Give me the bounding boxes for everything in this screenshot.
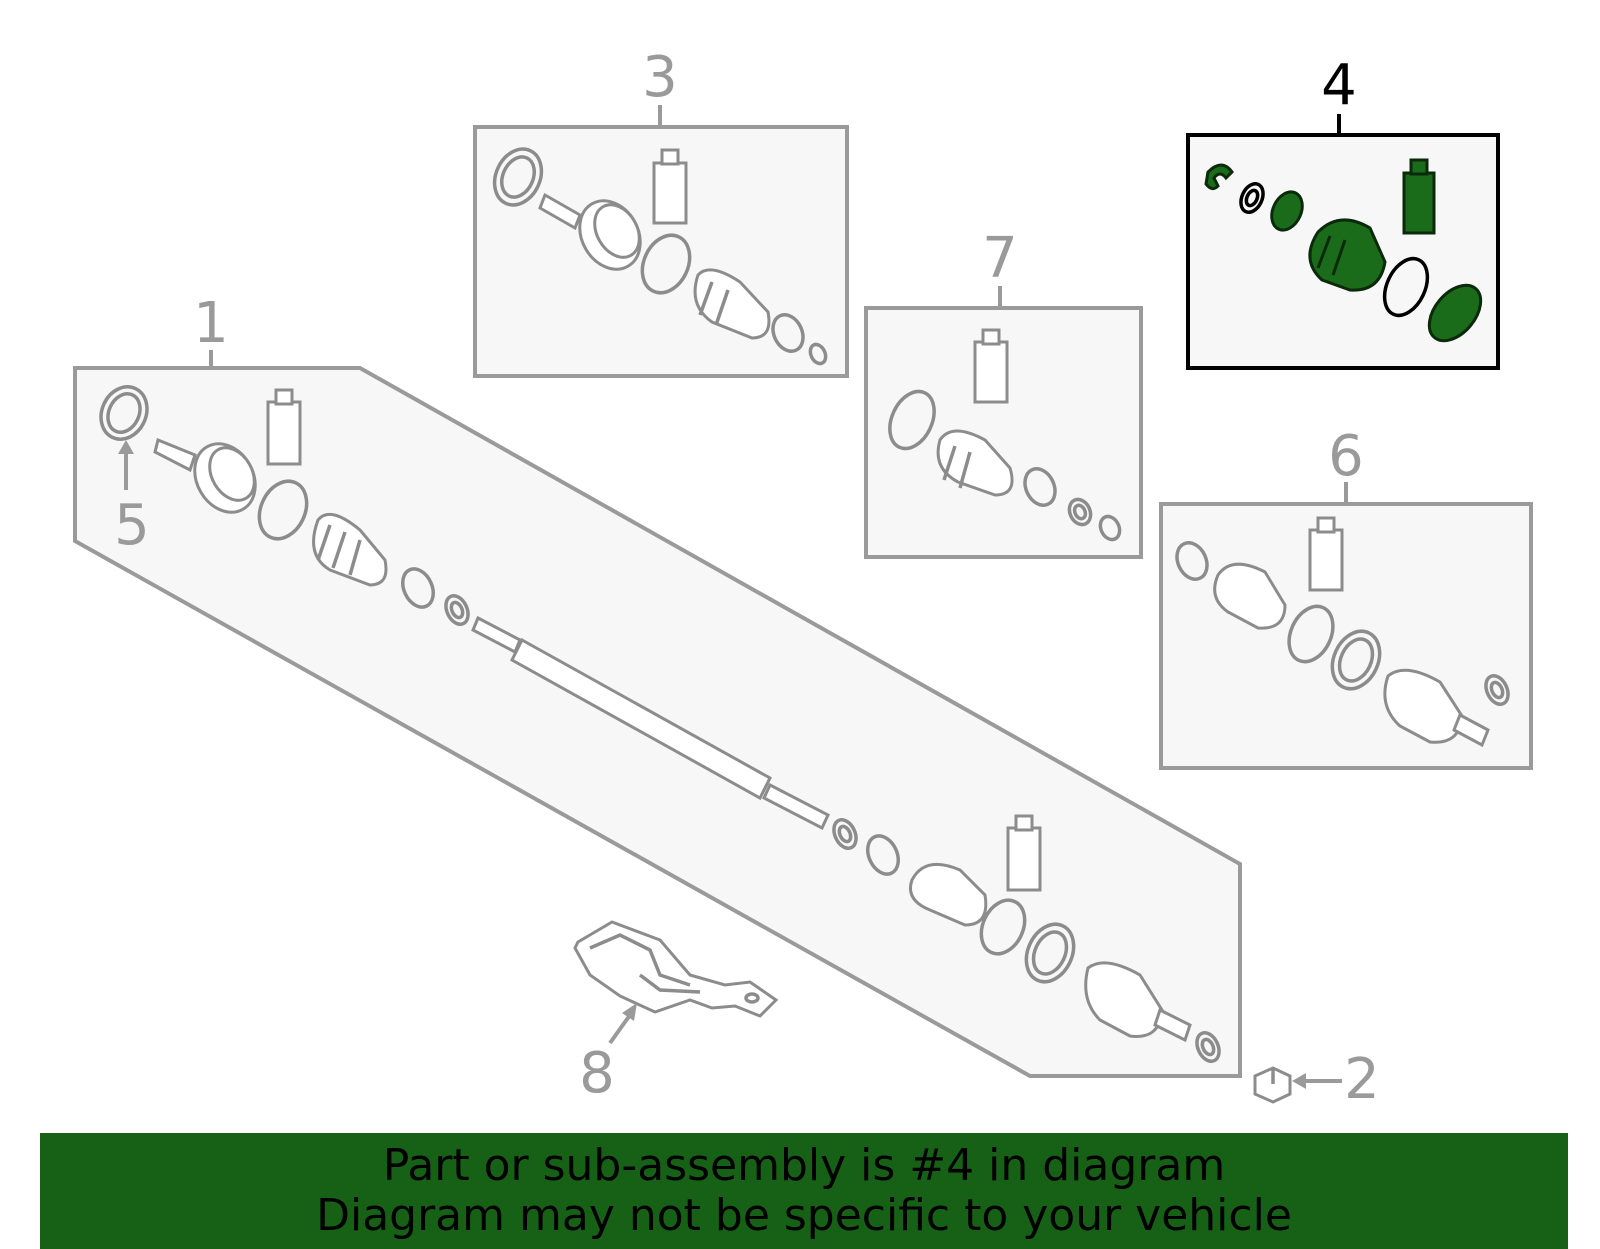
assembly-6-inner-joint-kit[interactable]: [1159, 502, 1533, 770]
banner-line-2: Diagram may not be specific to your vehi…: [316, 1190, 1292, 1241]
callout-2[interactable]: 2: [1344, 1047, 1380, 1112]
assembly-3-outer-joint-kit[interactable]: [473, 125, 849, 378]
part-2-nut[interactable]: [1253, 1066, 1292, 1104]
callout-5[interactable]: 5: [114, 493, 150, 558]
callout-4[interactable]: 4: [1321, 53, 1357, 118]
callout-8[interactable]: 8: [579, 1041, 615, 1106]
assembly-1-axle-shaft[interactable]: [73, 366, 1242, 1078]
arrow-left-icon: [1292, 1073, 1306, 1089]
callout-3[interactable]: 3: [642, 45, 678, 110]
callout-7[interactable]: 7: [982, 226, 1018, 291]
callout-6[interactable]: 6: [1328, 424, 1364, 489]
banner-line-1: Part or sub-assembly is #4 in diagram: [382, 1140, 1226, 1191]
arrow-diagonal-icon: [622, 1003, 637, 1021]
assembly-7-outer-boot-kit[interactable]: [864, 306, 1143, 559]
part-8-heat-shield[interactable]: [573, 920, 779, 1018]
callout-1[interactable]: 1: [193, 291, 229, 356]
assembly-4-inner-joint-boot-kit[interactable]: [1186, 133, 1500, 370]
arrow-up-icon: [118, 440, 134, 454]
info-banner: Part or sub-assembly is #4 in diagram Di…: [40, 1133, 1568, 1249]
